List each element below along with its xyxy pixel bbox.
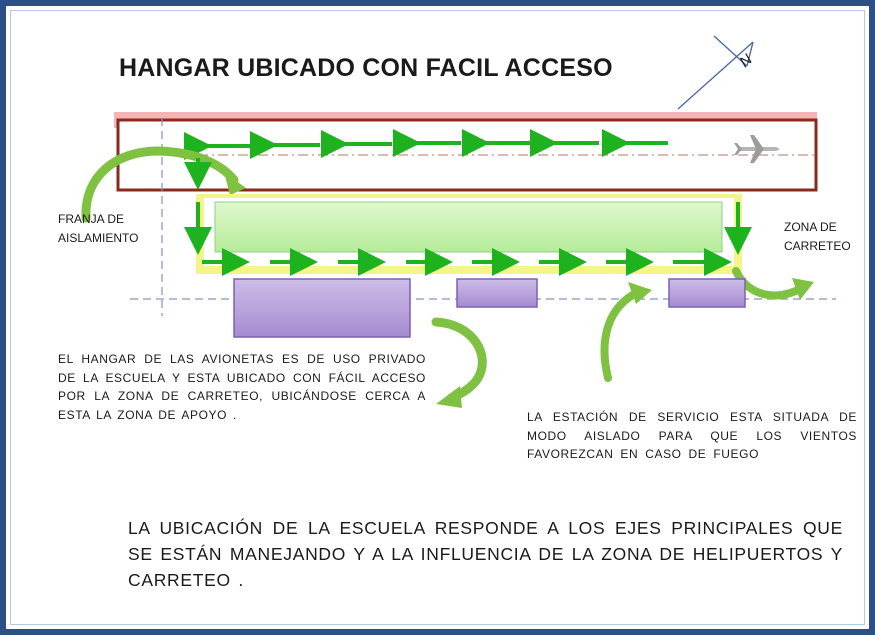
label-franja-aislamiento: FRANJA DE AISLAMIENTO (58, 212, 139, 245)
airplane-icon (734, 135, 780, 163)
hangar-curved-arrow (431, 317, 487, 403)
label-zona-carreteo: ZONA DE CARRETEO (784, 220, 851, 253)
franja-curved-arrow (81, 146, 239, 223)
north-arrow-icon: N (677, 35, 756, 110)
site-plan-diagram: N (81, 35, 836, 408)
page-title: HANGAR UBICADO CON FACIL ACCESO (119, 54, 613, 82)
station-description: LA ESTACIÓN DE SERVICIO ESTA SITUADA DE … (527, 410, 857, 461)
taxiway-area (214, 201, 723, 253)
runway-arrows (184, 129, 668, 160)
station-curved-arrow (600, 288, 642, 382)
hangar-building (233, 278, 411, 338)
conclusion-text: LA UBICACIÓN DE LA ESCUELA RESPONDE A LO… (128, 518, 843, 590)
support-building (456, 278, 538, 308)
service-station-building (668, 278, 746, 308)
carreteo-curved-arrow (732, 267, 806, 300)
hangar-description: EL HANGAR DE LAS AVIONETAS ES DE USO PRI… (58, 352, 426, 422)
